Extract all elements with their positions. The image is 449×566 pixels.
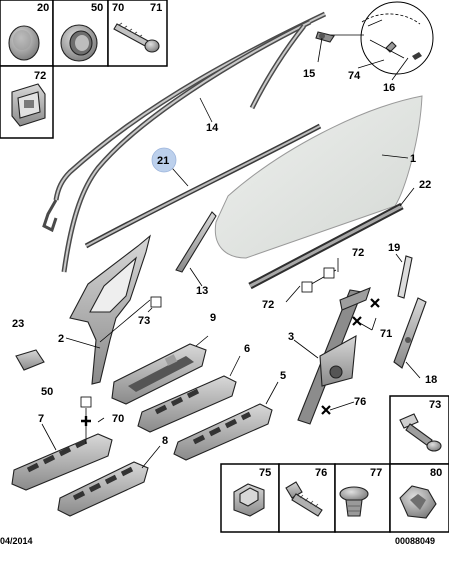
- footer-date: 04/2014: [0, 536, 33, 546]
- hex-nut-part-75: [233, 483, 265, 517]
- callout-labels: 1 2 3 5 6 7 8 9 13 14 15 16 18 19 21 22 …: [12, 68, 437, 447]
- screw-part-70: [113, 22, 160, 53]
- callout-74: 74: [348, 70, 361, 82]
- callout-5: 5: [280, 370, 286, 382]
- leader-lines: [41, 37, 421, 469]
- box-70-label: 70: [112, 2, 124, 14]
- callout-14: 14: [206, 122, 219, 134]
- box-20-label: 20: [37, 2, 49, 14]
- callout-7: 7: [38, 413, 44, 425]
- door-seal-part-14: [42, 11, 327, 273]
- callout-9: 9: [210, 312, 216, 324]
- connector-part-23: [15, 349, 45, 371]
- callout-73: 73: [138, 315, 150, 327]
- fastener-boxes: 73 75 76 77 80: [220, 395, 449, 533]
- callout-71: 71: [380, 328, 392, 340]
- top-left-boxes: 20 50 70 71 72: [0, 0, 168, 139]
- callout-6: 6: [244, 343, 250, 355]
- pin-clip-part-73: [399, 413, 442, 452]
- box-80-label: 80: [430, 467, 442, 479]
- guide-rail-part-18: [393, 297, 427, 369]
- box-71-label: 71: [150, 2, 162, 14]
- callout-16: 16: [383, 82, 395, 94]
- box-77-label: 77: [370, 467, 382, 479]
- retainer-part-80: [399, 485, 437, 519]
- footer-reference: 00088049: [395, 536, 436, 546]
- switch-panel-part-5: [173, 403, 273, 461]
- callout-15: 15: [303, 68, 315, 80]
- clip-part-72: [11, 83, 46, 127]
- switch-panel-part-8: [57, 461, 149, 517]
- callout-72a: 72: [352, 247, 364, 259]
- callout-70: 70: [112, 413, 124, 425]
- bolt-part-76: [285, 481, 323, 517]
- box-73-label: 73: [429, 399, 441, 411]
- callout-18: 18: [425, 374, 437, 386]
- box-76-label: 76: [315, 467, 327, 479]
- callout-2: 2: [58, 333, 64, 345]
- callout-21: 21: [157, 155, 169, 167]
- switch-panel-part-9: [111, 343, 207, 405]
- callout-22: 22: [419, 179, 431, 191]
- belt-seal-part-22: [248, 202, 404, 290]
- corner-bracket-part-2: [69, 234, 151, 385]
- markers: [80, 267, 380, 426]
- door-glass-part-1: [214, 95, 423, 259]
- callout-76: 76: [354, 396, 366, 408]
- trim-strip-part-13: [175, 211, 217, 273]
- callout-19: 19: [388, 242, 400, 254]
- highlight-circle-21: [151, 147, 177, 173]
- callout-72b: 72: [262, 299, 274, 311]
- box-50-label: 50: [91, 2, 103, 14]
- seal-part-19: [397, 255, 413, 299]
- box-75-label: 75: [259, 467, 271, 479]
- push-clip-part-77: [339, 486, 369, 517]
- clip-part-15: [315, 31, 335, 43]
- callout-1: 1: [410, 153, 416, 165]
- switch-panel-part-7: [11, 433, 113, 491]
- box-72-label: 72: [34, 70, 46, 82]
- callout-3: 3: [288, 331, 294, 343]
- detail-circle: [315, 1, 434, 75]
- upper-seal-part-21: [84, 123, 322, 249]
- callout-23: 23: [12, 318, 24, 330]
- callout-13: 13: [196, 285, 208, 297]
- grommet-part-20: [8, 25, 40, 61]
- window-regulator-part-3: [297, 287, 371, 425]
- callout-8: 8: [162, 435, 168, 447]
- switch-panel-part-6: [137, 375, 237, 433]
- ring-grommet-part-50: [60, 24, 98, 62]
- callout-50: 50: [41, 386, 53, 398]
